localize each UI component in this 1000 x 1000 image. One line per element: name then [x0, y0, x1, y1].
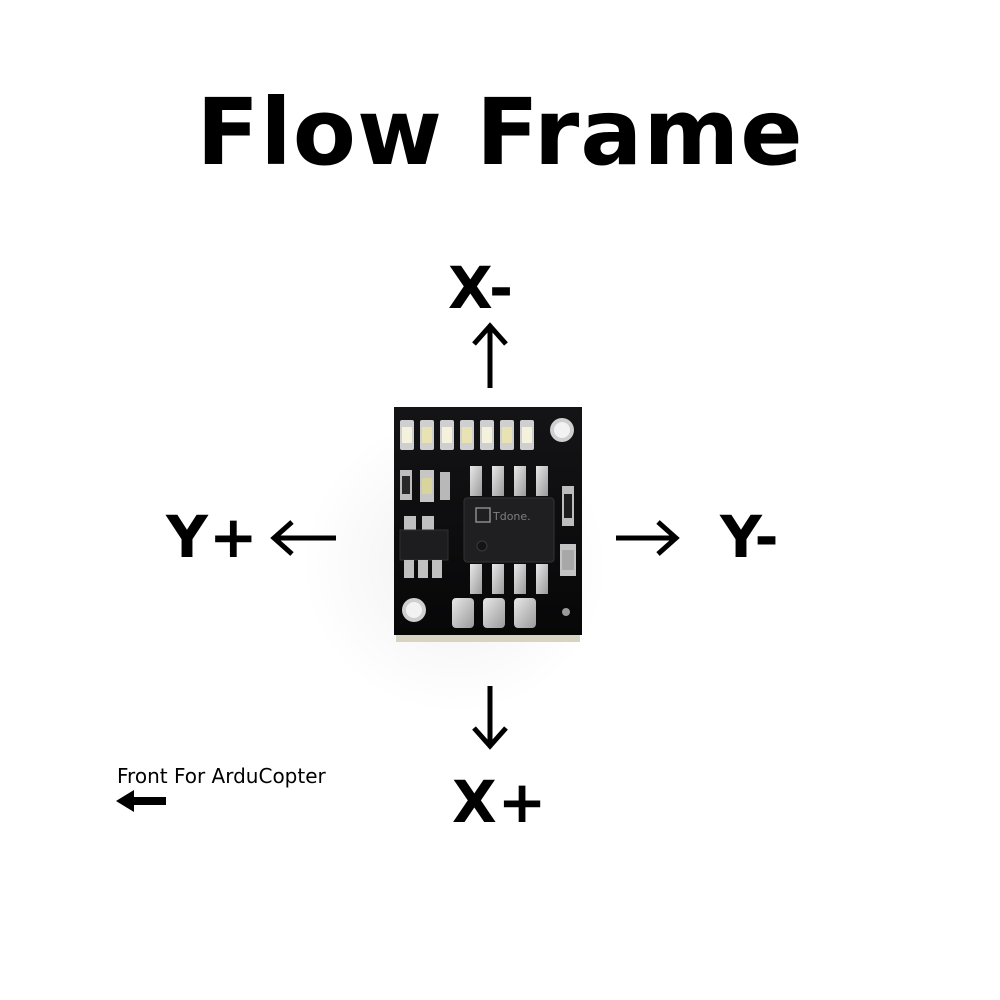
arrow-up-icon: [472, 322, 508, 388]
optical-flow-sensor-board: Tdone.: [394, 407, 582, 642]
connector-pads: [452, 598, 536, 628]
main-ic: Tdone.: [463, 466, 555, 594]
chip-marking: Tdone.: [492, 510, 531, 523]
front-note: Front For ArduCopter: [117, 764, 326, 788]
led-row: [400, 420, 534, 450]
arrow-right-icon: [616, 520, 680, 556]
page-title: Flow Frame: [196, 79, 804, 186]
arrow-down-icon: [472, 686, 508, 750]
arrow-left-icon: [270, 520, 336, 556]
axis-label-x-minus: X-: [448, 254, 515, 322]
front-arrow-icon: [116, 790, 166, 812]
axis-label-y-plus: Y+: [166, 503, 259, 571]
axis-label-x-plus: X+: [452, 768, 548, 836]
axis-label-y-minus: Y-: [720, 503, 780, 571]
